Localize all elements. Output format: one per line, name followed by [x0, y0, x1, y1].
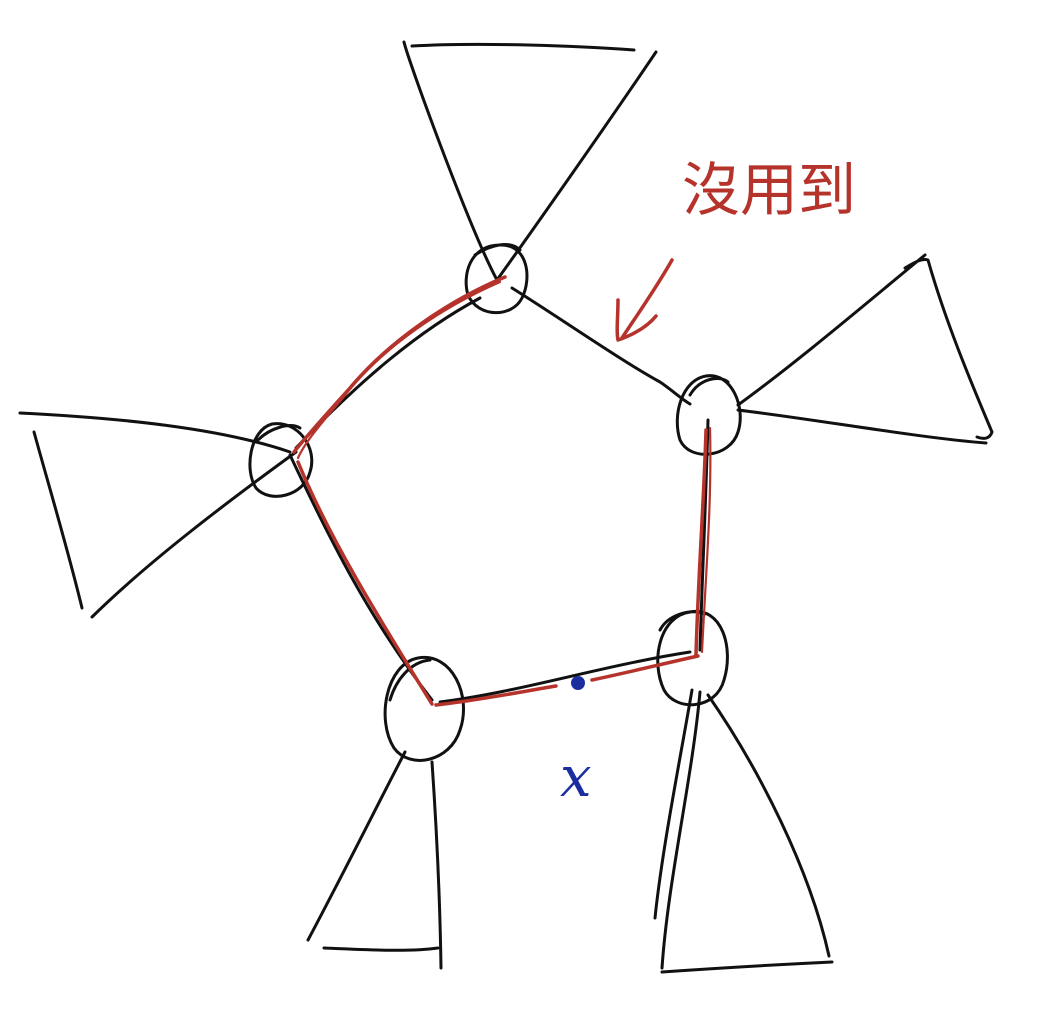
- subtree-right: [736, 253, 994, 445]
- edge-top-right: [510, 286, 692, 406]
- subtree-top: [402, 40, 658, 282]
- subtree-bottom-left: [306, 750, 443, 970]
- red-path-left-bottomleft: [296, 460, 434, 706]
- subtrees: [18, 40, 994, 974]
- red-path-bottomleft-x: [434, 684, 558, 707]
- edge-bottomleft-bottomright: [438, 650, 692, 704]
- node-bottom-left: [383, 656, 465, 762]
- node-top: [464, 243, 529, 315]
- highlighted-path: [292, 275, 712, 707]
- node-left: [248, 422, 314, 498]
- edge-bottomright-right: [698, 418, 710, 652]
- cycle-edges: [288, 286, 710, 704]
- red-path-top-left-trace: [296, 280, 502, 460]
- point-x-marker: [571, 676, 585, 690]
- point-x-label: x: [560, 745, 592, 810]
- nodes: [248, 243, 742, 762]
- red-path-bottomright-right: [694, 428, 708, 657]
- unused-arrow-icon: [615, 258, 674, 342]
- unused-note-label: 沒用到: [682, 156, 856, 224]
- unused-annotation: 沒用到: [615, 156, 856, 342]
- edge-top-left: [294, 296, 482, 450]
- red-path-x-bottomright: [590, 654, 700, 682]
- red-path-bottomright-right-trace: [700, 426, 712, 654]
- subtree-left: [18, 411, 298, 619]
- subtree-bottom-right: [653, 688, 834, 974]
